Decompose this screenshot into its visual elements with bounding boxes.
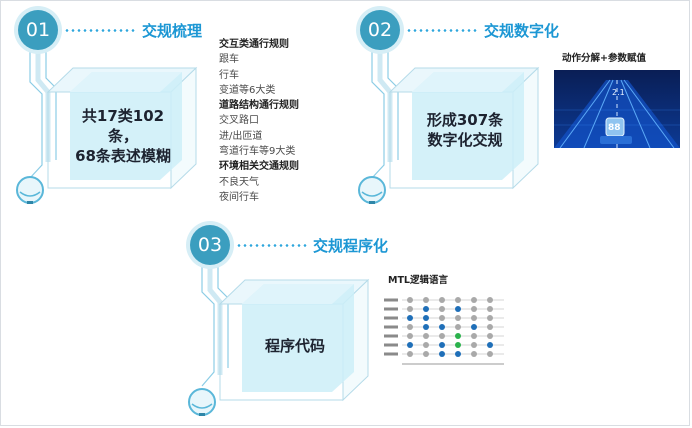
mtl-state-dot — [487, 324, 493, 330]
cube-summary-text: 共17类102条， 68条表述模糊 — [68, 106, 178, 166]
mtl-state-dot — [471, 306, 477, 312]
mtl-state-dot — [407, 342, 413, 348]
mtl-state-dot — [423, 315, 429, 321]
cube-summary-text: 程序代码 — [240, 336, 350, 356]
cube-text-line: 形成307条 — [426, 111, 504, 129]
step-number-badge: 03 — [190, 225, 230, 265]
mtl-row-label — [384, 343, 398, 347]
mtl-state-dot — [471, 342, 477, 348]
rule-category-item: 行车 — [219, 69, 239, 81]
mtl-state-dot — [471, 324, 477, 330]
mtl-state-dot — [487, 297, 493, 303]
mtl-state-dot — [407, 315, 413, 321]
mtl-state-dot — [439, 324, 445, 330]
step-number-badge: 02 — [360, 10, 400, 50]
cube-text-line: 68条表述模糊 — [75, 147, 171, 165]
speed-value-label: 2.1 — [612, 88, 625, 97]
rule-category-heading: 交互类通行规则 — [219, 39, 289, 50]
mtl-state-dot — [439, 351, 445, 357]
rule-category-item: 跟车 — [219, 54, 239, 66]
mtl-state-dot — [455, 342, 461, 348]
dotted-connector — [406, 29, 478, 32]
rule-category-heading: 环境相关交通规则 — [219, 161, 299, 173]
mtl-state-dot — [407, 333, 413, 339]
mtl-state-dot — [423, 351, 429, 357]
mtl-state-dot — [407, 297, 413, 303]
mtl-logic-figure — [384, 297, 504, 365]
mtl-state-dot — [471, 351, 477, 357]
mtl-state-dot — [455, 324, 461, 330]
mtl-state-dot — [471, 315, 477, 321]
cube-text-line: 程序代码 — [264, 337, 325, 355]
mtl-state-dot — [423, 324, 429, 330]
mtl-row-label — [384, 298, 398, 302]
mtl-state-dot — [455, 315, 461, 321]
mtl-row-label — [384, 316, 398, 320]
section-title: 交规梳理 — [142, 22, 203, 40]
mtl-row-label — [384, 307, 398, 311]
mtl-state-dot — [439, 342, 445, 348]
section-title: 交规程序化 — [313, 237, 389, 255]
road-scene-image: 2.1 88 — [554, 70, 680, 148]
mtl-state-dot — [487, 333, 493, 339]
rule-category-item: 夜间行车 — [219, 191, 259, 203]
rule-category-item: 进/出匝道 — [219, 130, 263, 142]
mtl-state-dot — [487, 306, 493, 312]
mtl-state-dot — [423, 306, 429, 312]
dotted-connector — [64, 29, 136, 32]
rule-category-item: 弯道行车等9大类 — [219, 146, 296, 158]
mtl-state-dot — [455, 306, 461, 312]
mtl-state-dot — [407, 324, 413, 330]
mtl-state-dot — [407, 306, 413, 312]
mtl-state-dot — [471, 333, 477, 339]
section-title: 交规数字化 — [484, 22, 560, 40]
mtl-state-dot — [471, 297, 477, 303]
rule-category-item: 交叉路口 — [219, 115, 259, 127]
mtl-state-dot — [423, 333, 429, 339]
image-label: MTL逻辑语言 — [388, 275, 448, 286]
mtl-state-dot — [487, 351, 493, 357]
speed-value-label: 88 — [608, 123, 621, 133]
mtl-state-dot — [407, 351, 413, 357]
rule-category-item: 变道等6大类 — [219, 84, 276, 96]
mtl-row-label — [384, 325, 398, 329]
mtl-state-dot — [423, 297, 429, 303]
rule-category-heading: 道路结构通行规则 — [219, 100, 299, 112]
step-number-badge: 01 — [18, 10, 58, 50]
mtl-row-label — [384, 352, 398, 356]
cube-text-line: 数字化交规 — [427, 131, 503, 149]
mtl-state-dot — [487, 315, 493, 321]
image-label: 动作分解+参数赋值 — [562, 53, 646, 64]
mtl-state-dot — [455, 351, 461, 357]
mtl-row-label — [384, 334, 398, 338]
mtl-state-dot — [439, 306, 445, 312]
road-scene-graphic — [554, 70, 680, 148]
cube-summary-text: 形成307条 数字化交规 — [410, 110, 520, 150]
mtl-state-dot — [487, 342, 493, 348]
rule-category-item: 不良天气 — [219, 176, 259, 188]
dotted-connector — [236, 244, 308, 247]
mtl-state-dot — [439, 333, 445, 339]
rule-category-list: 交互类通行规则跟车行车变道等6大类道路结构通行规则交叉路口进/出匝道弯道行车等9… — [219, 37, 299, 205]
mtl-state-dot — [455, 333, 461, 339]
mtl-state-dot — [423, 342, 429, 348]
mtl-state-dot — [455, 297, 461, 303]
mtl-state-dot — [439, 315, 445, 321]
cube-text-line: 共17类102条， — [81, 107, 165, 145]
mtl-state-dot — [439, 297, 445, 303]
